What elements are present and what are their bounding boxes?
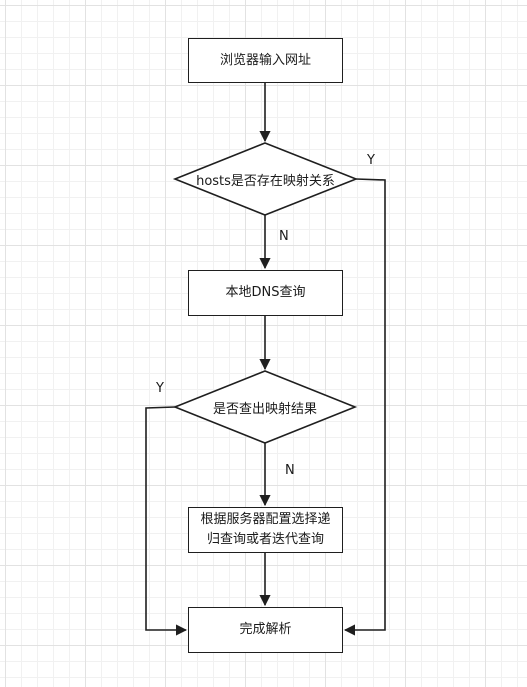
- edge-result-yes-to-finish: [145, 406, 188, 636]
- start-node-label: 浏览器输入网址: [219, 52, 311, 68]
- hosts-no-label: N: [279, 229, 289, 244]
- result-check-label: 是否查出映射结果: [212, 401, 317, 417]
- hosts-check-label: hosts是否存在映射关系: [196, 173, 335, 189]
- edge-hosts-yes-to-finish: [343, 178, 386, 636]
- finish-node-label: 完成解析: [239, 622, 292, 637]
- hosts-yes-label: Y: [367, 153, 375, 168]
- server-query-node: 根据服务器配置选择递 归查询或者迭代查询: [188, 507, 343, 553]
- finish-node: 完成解析: [188, 607, 343, 653]
- local-dns-node-label: 本地DNS查询: [225, 285, 306, 300]
- server-query-node-label-line2: 归查询或者迭代查询: [206, 532, 324, 547]
- result-yes-label: Y: [156, 381, 164, 396]
- start-node: 浏览器输入网址: [188, 38, 343, 83]
- result-no-label: N: [285, 463, 295, 478]
- server-query-node-label-line1: 根据服务器配置选择递: [200, 512, 331, 527]
- local-dns-node: 本地DNS查询: [188, 270, 343, 316]
